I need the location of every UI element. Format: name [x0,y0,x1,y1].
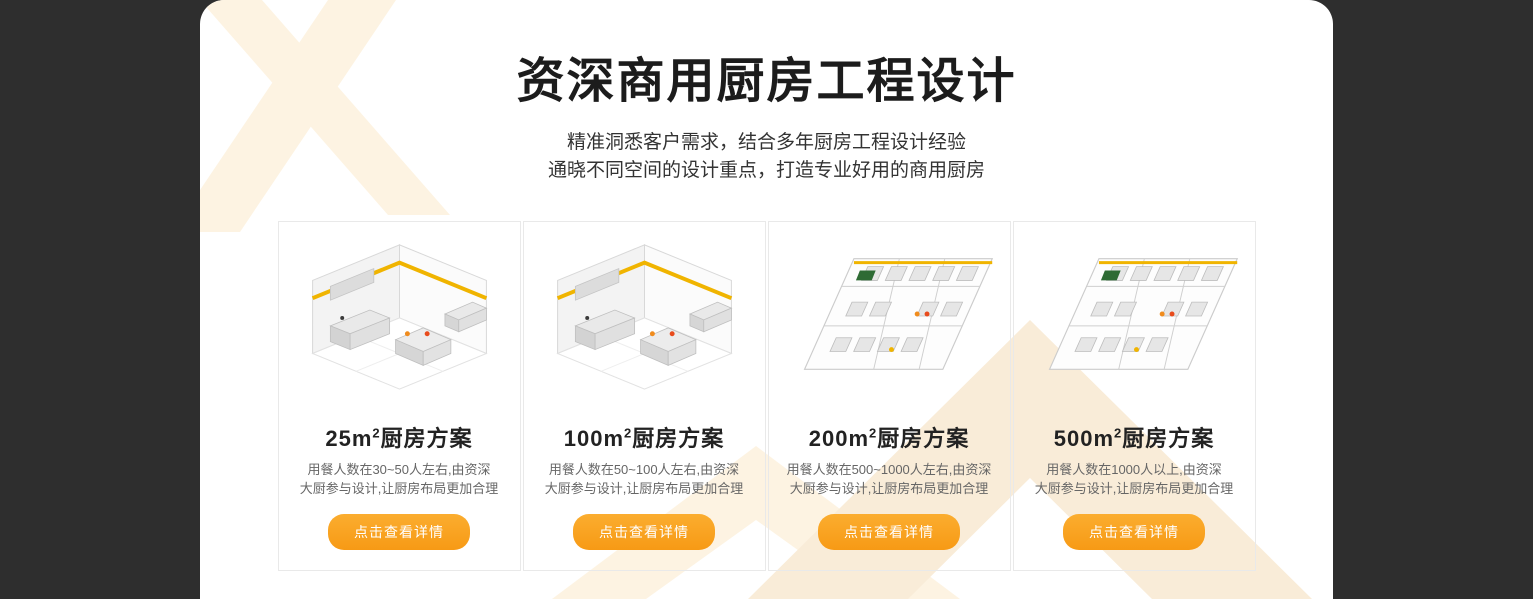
plan-title: 200m2厨房方案 [769,421,1010,453]
kitchen-room-illustration [555,243,733,392]
plan-description-line-2: 大厨参与设计,让厨房布局更加合理 [299,481,499,497]
plan-description-line-2: 大厨参与设计,让厨房布局更加合理 [544,481,744,497]
plan-title: 25m2厨房方案 [279,421,520,453]
plan-cards: 25m2厨房方案 用餐人数在30~50人左右,由资深 大厨参与设计,让厨房布局更… [200,221,1333,572]
plan-title: 100m2厨房方案 [524,421,765,453]
plan-area: 200m [808,426,870,452]
plan-area: 500m [1053,426,1115,452]
plan-description: 用餐人数在30~50人左右,由资深 大厨参与设计,让厨房布局更加合理 [279,460,520,498]
view-details-button-25m2[interactable]: 点击查看详情 [328,514,470,551]
kitchen-render-25m2-image [279,222,520,407]
kitchen-floorplan-illustration [1014,222,1255,407]
plan-card-200m2: 200m2厨房方案 用餐人数在500~1000人左右,由资深 大厨参与设计,让厨… [767,221,1011,572]
plan-area-sup: 2 [372,425,381,441]
plan-title-suffix: 厨房方案 [877,426,970,452]
plan-card-25m2: 25m2厨房方案 用餐人数在30~50人左右,由资深 大厨参与设计,让厨房布局更… [277,221,521,572]
plan-card-500m2: 500m2厨房方案 用餐人数在1000人以上,由资深 大厨参与设计,让厨房布局更… [1012,221,1256,572]
content: 资深商用厨房工程设计 精准洞悉客户需求，结合多年厨房工程设计经验 通晓不同空间的… [200,0,1333,572]
plan-description-line-2: 大厨参与设计,让厨房布局更加合理 [789,481,989,497]
plan-description-line-1: 用餐人数在500~1000人左右,由资深 [786,462,992,478]
kitchen-render-200m2-image [769,222,1010,407]
plan-title-suffix: 厨房方案 [1122,426,1215,452]
plan-description-line-1: 用餐人数在50~100人左右,由资深 [548,462,740,478]
plan-title: 500m2厨房方案 [1014,421,1255,453]
plan-area-sup: 2 [869,425,878,441]
kitchen-render-100m2-image [524,222,765,407]
kitchen-render-500m2-image [1014,222,1255,407]
plan-description-line-1: 用餐人数在1000人以上,由资深 [1046,462,1222,478]
plan-area-sup: 2 [1114,425,1123,441]
kitchen-floorplan-illustration [769,222,1010,407]
plan-area: 25m [325,426,373,452]
plan-area: 100m [563,426,625,452]
plan-description-line-2: 大厨参与设计,让厨房布局更加合理 [1034,481,1234,497]
view-details-button-200m2[interactable]: 点击查看详情 [818,514,960,551]
plan-card-100m2: 100m2厨房方案 用餐人数在50~100人左右,由资深 大厨参与设计,让厨房布… [522,221,766,572]
subtitle-line-2: 通晓不同空间的设计重点，打造专业好用的商用厨房 [547,160,985,182]
plan-description: 用餐人数在1000人以上,由资深 大厨参与设计,让厨房布局更加合理 [1014,460,1255,498]
plan-area-sup: 2 [624,425,633,441]
page-subtitle: 精准洞悉客户需求，结合多年厨房工程设计经验 通晓不同空间的设计重点，打造专业好用… [200,129,1333,185]
subtitle-line-1: 精准洞悉客户需求，结合多年厨房工程设计经验 [566,132,966,154]
plan-title-suffix: 厨房方案 [380,426,473,452]
plan-description-line-1: 用餐人数在30~50人左右,由资深 [307,462,491,478]
plan-description: 用餐人数在500~1000人左右,由资深 大厨参与设计,让厨房布局更加合理 [769,460,1010,498]
view-details-button-100m2[interactable]: 点击查看详情 [573,514,715,551]
plan-title-suffix: 厨房方案 [632,426,725,452]
kitchen-room-illustration [310,243,488,392]
page-title: 资深商用厨房工程设计 [516,55,1017,108]
view-details-button-500m2[interactable]: 点击查看详情 [1063,514,1205,551]
plan-description: 用餐人数在50~100人左右,由资深 大厨参与设计,让厨房布局更加合理 [524,460,765,498]
content-panel: 资深商用厨房工程设计 精准洞悉客户需求，结合多年厨房工程设计经验 通晓不同空间的… [200,0,1333,599]
